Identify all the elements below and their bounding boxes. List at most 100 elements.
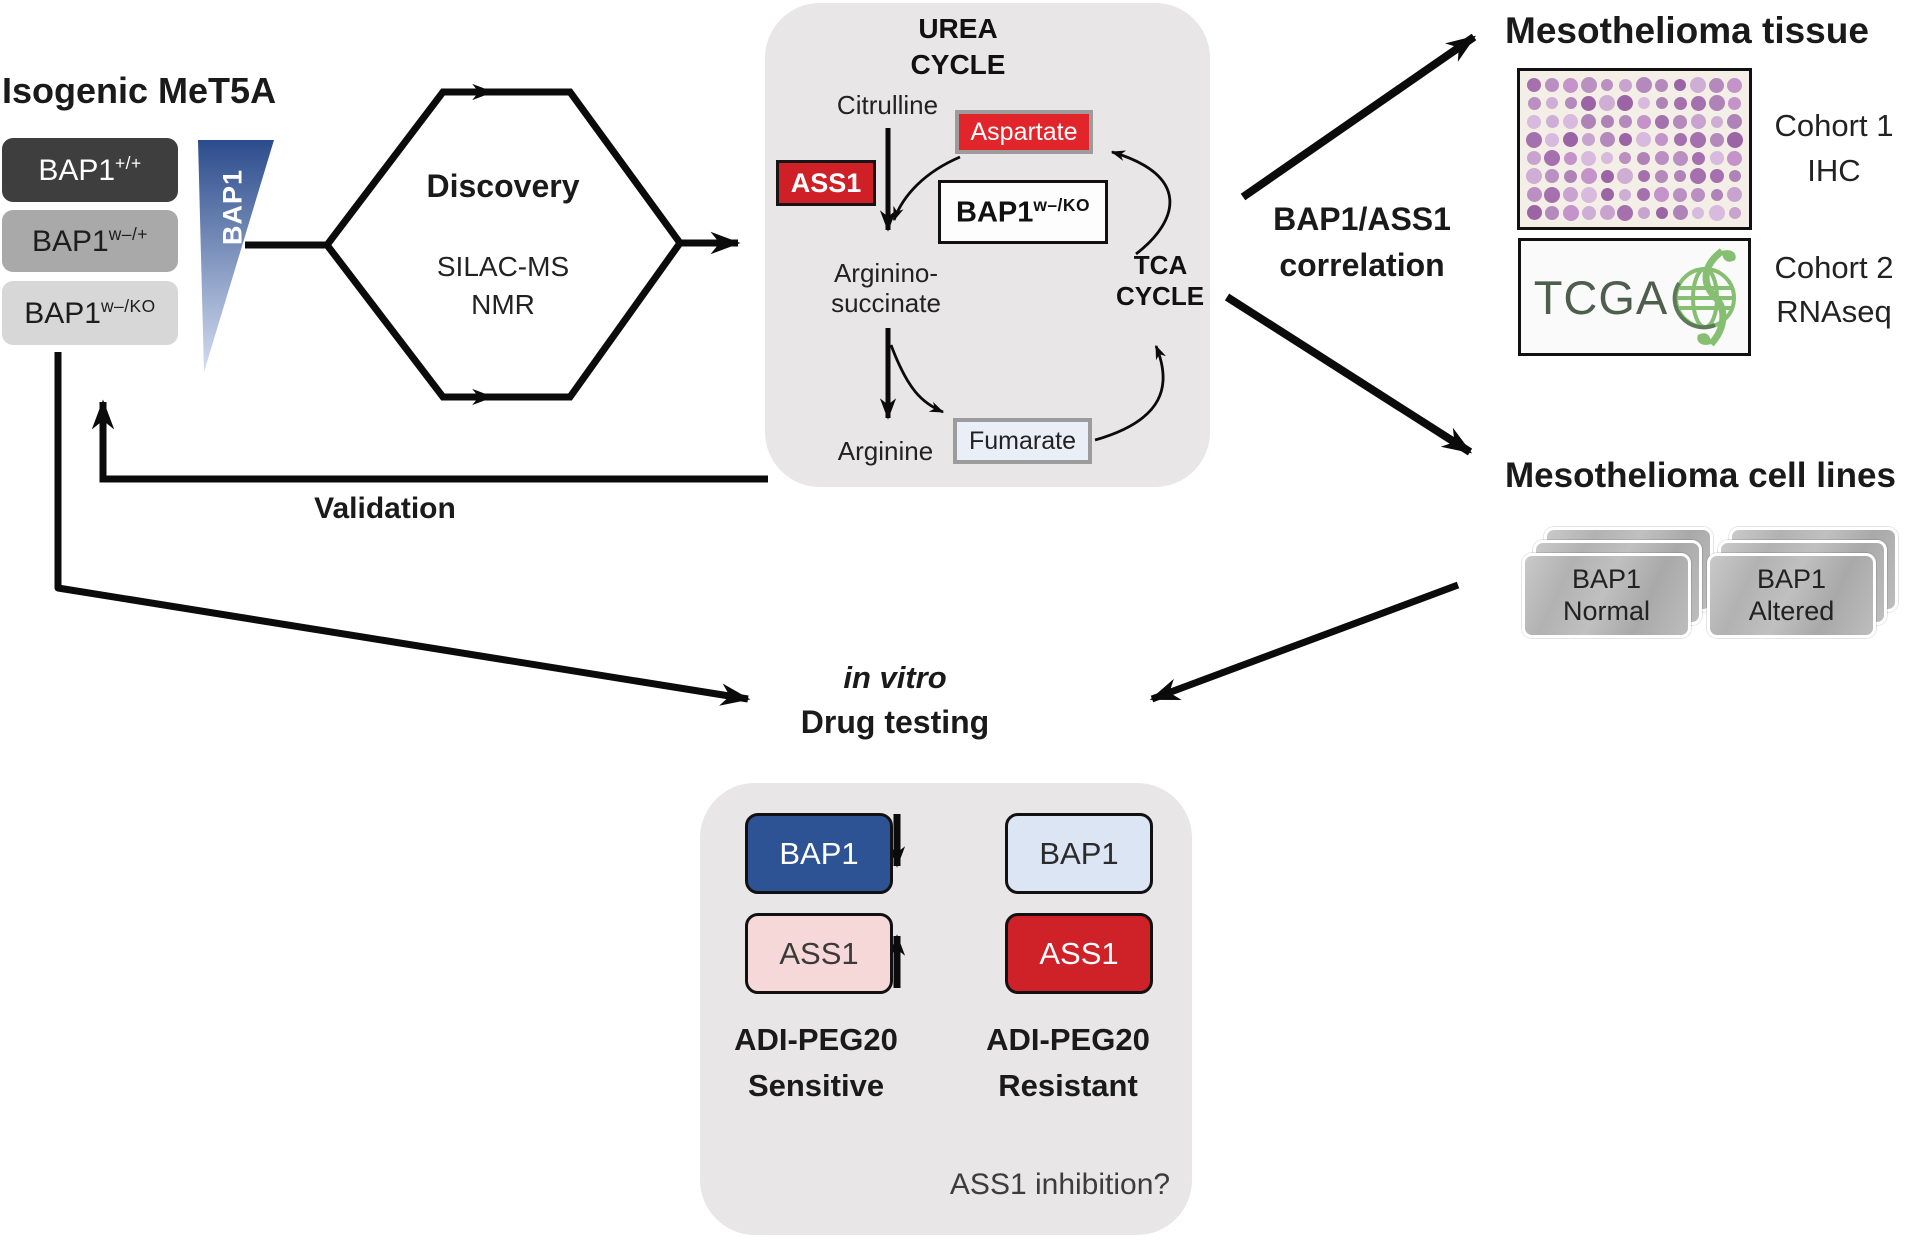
urea-title-line1: UREA: [918, 13, 998, 44]
tma-dot: [1599, 205, 1615, 221]
arrow-celllines-to-drugtesting: [1149, 581, 1460, 703]
tma-dot: [1636, 132, 1652, 148]
invitro-label-line1: in vitro: [843, 660, 947, 695]
tma-dot: [1636, 114, 1651, 129]
tma-dot: [1544, 150, 1561, 167]
isogenic-box-wt-label: BAP1+/+: [38, 152, 142, 187]
tma-dot: [1600, 188, 1614, 202]
tma-dot: [1673, 114, 1688, 129]
sensitive-label-line1: ADI-PEG20: [734, 1022, 898, 1057]
node-citrulline: Citrulline: [836, 90, 939, 120]
tma-dot: [1637, 151, 1651, 165]
drug-bap1-low-label: BAP1: [1039, 835, 1119, 871]
tma-dot: [1600, 115, 1614, 129]
tma-dot: [1635, 77, 1652, 94]
tma-dot: [1581, 114, 1597, 130]
drug-ass1-high-label: ASS1: [1039, 935, 1119, 971]
cohort2-line2: RNAseq: [1776, 294, 1892, 329]
tma-dot: [1674, 79, 1687, 92]
bap1-gradient-triangle: [198, 140, 274, 372]
cell-lines-title: Mesothelioma cell lines: [1505, 456, 1896, 495]
tma-dot: [1617, 168, 1634, 185]
tma-dot: [1727, 150, 1743, 166]
tma-dot: [1545, 78, 1560, 93]
tma-dot: [1600, 169, 1614, 183]
cohort2-line1: Cohort 2: [1774, 250, 1894, 285]
tma-dot: [1727, 114, 1743, 130]
tma-dot-grid: [1520, 71, 1749, 227]
tca-title-line2: CYCLE: [1115, 281, 1205, 311]
tma-image: [1517, 68, 1752, 230]
tma-dot: [1580, 186, 1597, 203]
isogenic-box-ko-label: BAP1w–/KO: [24, 295, 156, 330]
tma-dot: [1655, 78, 1669, 92]
tma-dot: [1564, 151, 1578, 165]
tma-dot: [1655, 133, 1669, 147]
tma-dot: [1601, 152, 1614, 165]
tma-dot: [1580, 168, 1597, 185]
tma-dot: [1527, 151, 1542, 166]
node-ass1-enzyme: ASS1: [776, 160, 876, 206]
node-fumarate: Fumarate: [953, 418, 1092, 464]
tma-dot: [1582, 133, 1596, 147]
tma-dot: [1563, 187, 1579, 203]
tma-dot: [1672, 150, 1688, 166]
node-ass1-label: ASS1: [790, 167, 862, 198]
bap1-triangle-label: BAP1: [217, 168, 248, 246]
tma-dot: [1690, 168, 1707, 185]
tma-dot: [1654, 151, 1669, 166]
tma-dot: [1674, 170, 1687, 183]
drug-bap1-high-label: BAP1: [779, 835, 859, 871]
tma-dot: [1619, 152, 1632, 165]
tma-dot: [1581, 205, 1596, 220]
isogenic-box-het: BAP1w–/+: [2, 210, 178, 272]
tma-dot: [1726, 131, 1743, 148]
tma-dot: [1581, 150, 1597, 166]
discovery-title: Discovery: [426, 168, 580, 204]
tma-dot: [1526, 187, 1542, 203]
drug-bap1-low-box: BAP1: [1005, 813, 1153, 894]
cohort1-line2: IHC: [1807, 153, 1861, 188]
isogenic-box-wt: BAP1+/+: [2, 138, 178, 202]
node-bap1-ko: BAP1w–/KO: [938, 180, 1108, 244]
tma-dot: [1563, 114, 1579, 130]
arrow-fumarate-to-tca: [1094, 344, 1167, 442]
drug-ass1-low-box: ASS1: [745, 913, 893, 994]
tma-dot: [1637, 206, 1650, 219]
tma-dot: [1728, 206, 1741, 219]
validation-label: Validation: [314, 492, 456, 525]
tma-dot: [1637, 97, 1650, 110]
arrow-isogenic-to-drugtesting: [54, 352, 751, 706]
tma-dot: [1690, 95, 1706, 111]
urea-cycle-panel: [765, 3, 1210, 487]
tma-dot: [1545, 205, 1560, 220]
tma-dot: [1728, 170, 1741, 183]
arrow-urea-to-celllines: [1224, 293, 1473, 456]
correlation-label-line1: BAP1/ASS1: [1273, 201, 1451, 237]
discovery-method-nmr: NMR: [471, 289, 535, 320]
tma-dot: [1618, 133, 1632, 147]
node-bap1-ko-label: BAP1w–/KO: [956, 194, 1090, 229]
tma-dot: [1546, 97, 1559, 110]
tissue-title: Mesothelioma tissue: [1505, 10, 1869, 51]
tma-dot: [1728, 96, 1742, 110]
cohort1-line1: Cohort 1: [1774, 108, 1894, 143]
tma-dot: [1545, 169, 1560, 184]
tma-dot: [1708, 95, 1725, 112]
tma-dot: [1673, 133, 1687, 147]
arrow-urea-to-tissue: [1240, 33, 1477, 201]
tma-dot: [1709, 169, 1724, 184]
tma-dot: [1727, 187, 1743, 203]
tma-dot: [1527, 96, 1541, 110]
tma-dot: [1654, 114, 1669, 129]
tma-dot: [1618, 78, 1632, 92]
tma-dot: [1563, 77, 1579, 93]
isogenic-box-ko: BAP1w–/KO: [2, 281, 178, 345]
tma-dot: [1690, 77, 1707, 94]
tma-dot: [1691, 151, 1705, 165]
tma-dot: [1709, 151, 1724, 166]
